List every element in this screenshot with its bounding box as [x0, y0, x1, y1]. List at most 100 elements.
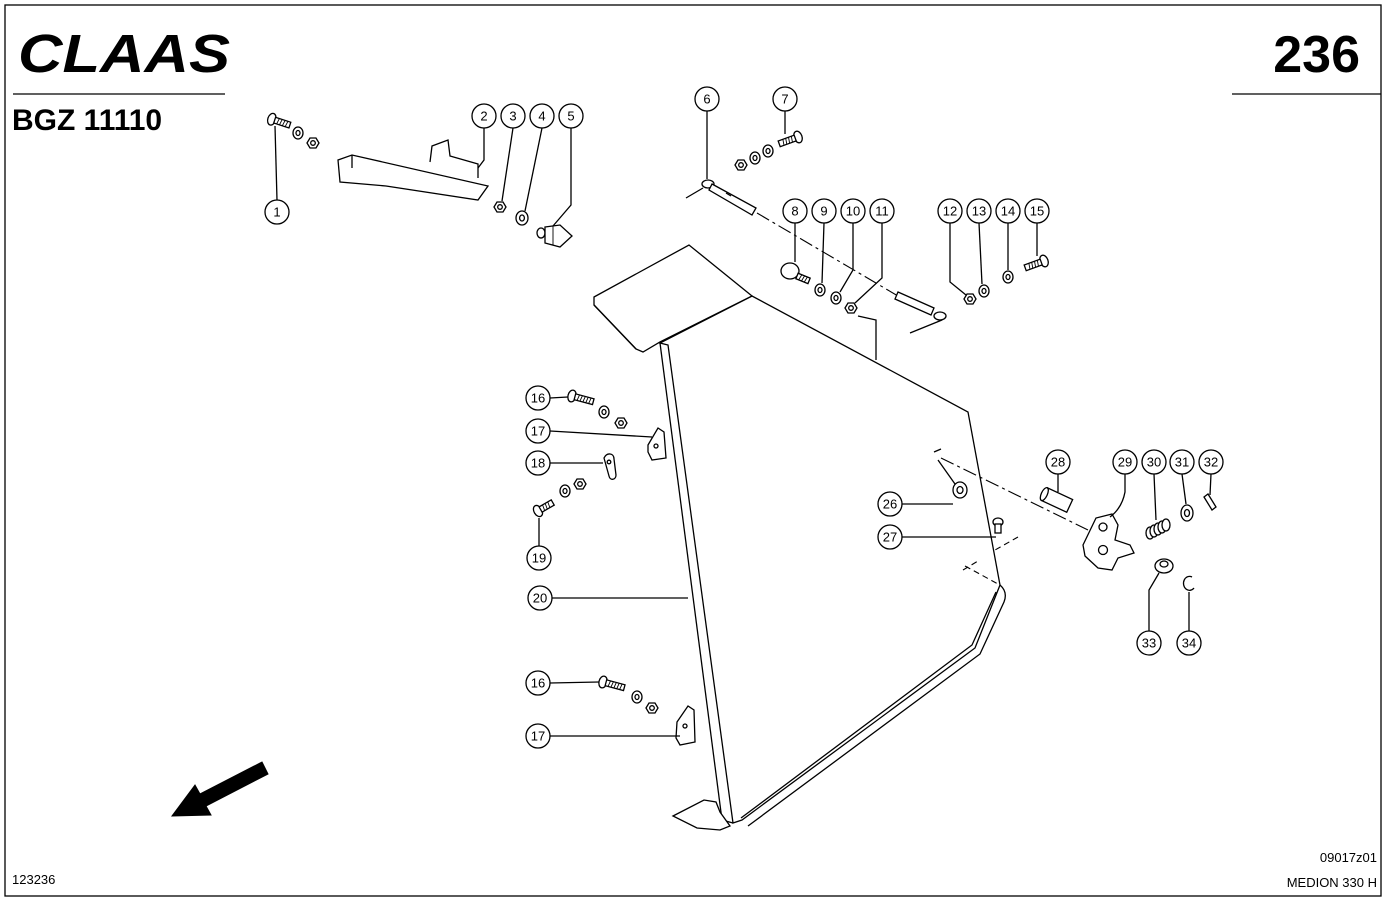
washer-part-10 — [830, 291, 842, 305]
washer-part-4 — [515, 210, 529, 226]
callout-28: 28 — [1045, 449, 1071, 475]
callout-label: 1 — [273, 205, 280, 220]
callout-label: 19 — [532, 551, 546, 566]
bracket-part-17-lower — [675, 705, 696, 746]
callout-15: 15 — [1024, 198, 1050, 224]
callout-17-lower: 17 — [525, 723, 551, 749]
callout-26: 26 — [877, 491, 903, 517]
washer-part-13 — [978, 284, 990, 298]
washer-part-14 — [1002, 270, 1014, 284]
callout-label: 33 — [1142, 636, 1156, 651]
callout-18: 18 — [525, 450, 551, 476]
callout-label: 17 — [531, 729, 545, 744]
callout-label: 29 — [1118, 455, 1132, 470]
washer-part-7b — [749, 151, 761, 165]
callout-label: 34 — [1182, 636, 1196, 651]
callout-19: 19 — [526, 545, 552, 571]
callout-11: 11 — [869, 198, 895, 224]
bolt-part-1 — [266, 112, 292, 129]
callout-6: 6 — [694, 86, 720, 112]
callout-label: 28 — [1051, 455, 1065, 470]
pin-axis — [933, 448, 1089, 531]
callout-label: 4 — [538, 109, 545, 124]
washer-part-19 — [559, 484, 571, 498]
page-frame — [4, 4, 1382, 897]
nut-part-3 — [493, 201, 507, 213]
nut-part-1 — [306, 137, 320, 149]
lever-plate-part-29 — [1082, 513, 1135, 571]
pin-part-32 — [1203, 493, 1217, 511]
callout-32: 32 — [1198, 449, 1224, 475]
callout-9: 9 — [811, 198, 837, 224]
callout-label: 18 — [531, 456, 545, 471]
callout-29: 29 — [1112, 449, 1138, 475]
callout-14: 14 — [995, 198, 1021, 224]
callout-label: 27 — [883, 530, 897, 545]
dashed-guides — [962, 536, 1019, 585]
callout-label: 26 — [883, 497, 897, 512]
leader-lines — [274, 111, 1212, 737]
callout-label: 9 — [820, 204, 827, 219]
callout-31: 31 — [1169, 449, 1195, 475]
drawing-number: 09017z01 — [1320, 850, 1377, 865]
panel-foot-bracket — [671, 799, 732, 831]
bolt-part-15 — [1023, 254, 1049, 272]
callout-label: 2 — [480, 109, 487, 124]
callout-30: 30 — [1141, 449, 1167, 475]
callout-27: 27 — [877, 524, 903, 550]
bolt-part-16-lower — [598, 675, 626, 692]
callout-17: 17 — [525, 418, 551, 444]
callout-2: 2 — [471, 103, 497, 129]
washer-part-16 — [598, 405, 610, 419]
tapered-pin-part-5 — [536, 224, 573, 248]
washer-part-1 — [292, 126, 304, 140]
callout-20: 20 — [527, 585, 553, 611]
callout-7: 7 — [772, 86, 798, 112]
nut-part-19 — [573, 478, 587, 490]
nut-part-12 — [963, 293, 977, 305]
brand-logo: CLAAS — [18, 24, 230, 84]
spring-part-30 — [1145, 518, 1171, 540]
nut-part-7 — [734, 159, 748, 171]
image-number: 123236 — [12, 872, 55, 887]
callout-8: 8 — [782, 198, 808, 224]
washer-part-16-lower — [631, 690, 643, 704]
callout-label: 13 — [972, 204, 986, 219]
side-panel — [593, 244, 1006, 831]
callout-3: 3 — [500, 103, 526, 129]
callout-label: 15 — [1030, 204, 1044, 219]
clip-part-18 — [603, 453, 617, 480]
bolt-part-27 — [992, 517, 1004, 534]
page-number: 236 — [1273, 26, 1360, 84]
callout-label: 16 — [531, 391, 545, 406]
nut-part-16-lower — [645, 702, 659, 714]
callout-16-lower: 16 — [525, 670, 551, 696]
callout-label: 10 — [846, 204, 860, 219]
group-code: BGZ 11110 — [12, 104, 162, 137]
washer-part-7a — [762, 144, 774, 158]
callout-16: 16 — [525, 385, 551, 411]
washer-part-9 — [814, 283, 826, 297]
callout-10: 10 — [840, 198, 866, 224]
callout-1: 1 — [264, 199, 290, 225]
bolt-part-19 — [532, 499, 556, 518]
callout-label: 3 — [509, 109, 516, 124]
cap-nut-part-8 — [780, 262, 812, 285]
callout-label: 30 — [1147, 455, 1161, 470]
callout-label: 17 — [531, 424, 545, 439]
callout-33: 33 — [1136, 630, 1162, 656]
callout-label: 20 — [533, 591, 547, 606]
callout-label: 5 — [567, 109, 574, 124]
plug-part-26 — [952, 481, 968, 499]
callout-label: 12 — [943, 204, 957, 219]
callout-5: 5 — [558, 103, 584, 129]
callout-label: 14 — [1001, 204, 1015, 219]
callout-label: 11 — [875, 204, 889, 219]
bushing-part-28 — [1039, 486, 1074, 514]
callout-34: 34 — [1176, 630, 1202, 656]
callout-12: 12 — [937, 198, 963, 224]
callout-label: 7 — [781, 92, 788, 107]
cable-rod-part-6 — [685, 179, 947, 334]
bracket-part-2 — [337, 139, 490, 201]
